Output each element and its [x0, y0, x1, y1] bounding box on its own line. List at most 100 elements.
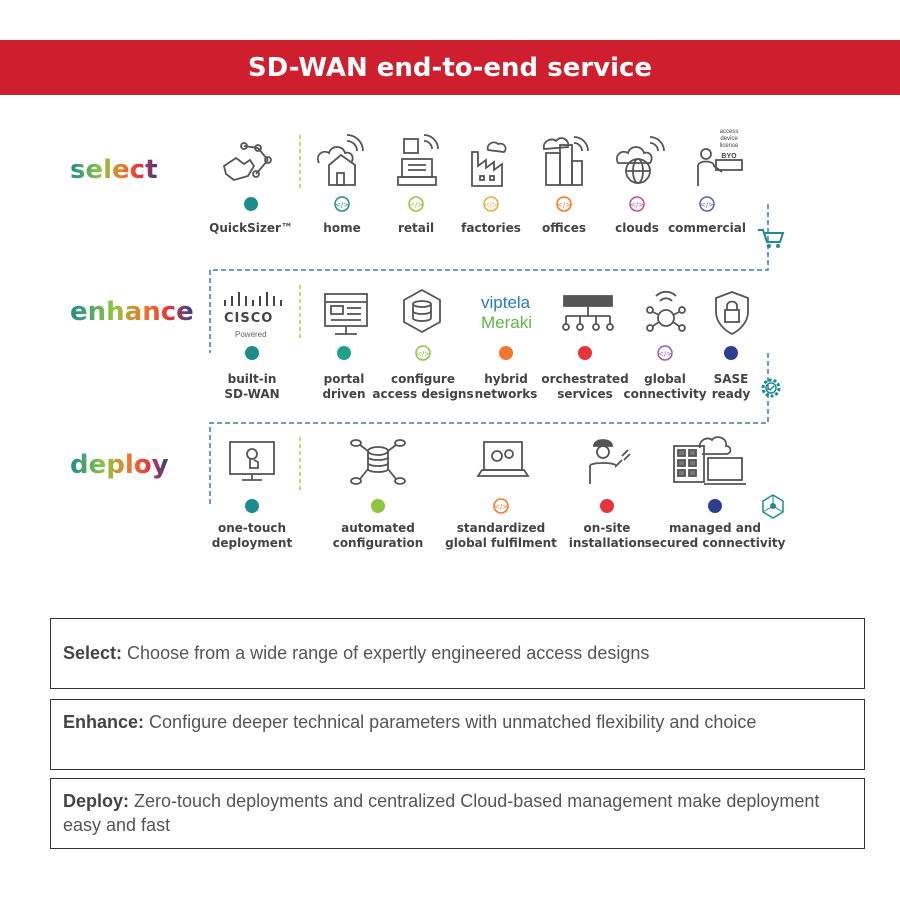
- node-on-site: [600, 499, 614, 513]
- node-configure: [415, 345, 431, 361]
- step-standardized-line2: global fulfilment: [445, 536, 557, 550]
- node-factories: [483, 196, 499, 212]
- step-home: home: [323, 221, 361, 235]
- portal-screen-icon: [324, 293, 368, 335]
- description-select: Select: Choose from a wide range of expe…: [50, 618, 865, 689]
- step-managed-line1: managed and: [669, 521, 761, 535]
- description-enhance-heading: Enhance:: [63, 712, 145, 732]
- step-standardized: standardized global fulfilment: [445, 521, 557, 551]
- connector-select-enhance: [209, 204, 769, 353]
- svg-text:</>: </>: [557, 201, 571, 209]
- description-deploy: Deploy: Zero-touch deployments and centr…: [50, 778, 865, 849]
- node-hybrid: [499, 346, 513, 360]
- step-built-in-line2: SD-WAN: [224, 387, 280, 401]
- step-managed-line2: secured connectivity: [644, 536, 786, 550]
- technician-icon: [589, 439, 631, 484]
- svg-text:</>: </>: [484, 201, 498, 209]
- step-sase: SASE ready: [712, 372, 751, 402]
- step-automated-line1: automated: [341, 521, 415, 535]
- node-home: [334, 196, 350, 212]
- global-wifi-icon: [646, 290, 686, 332]
- node-clouds: [629, 196, 645, 212]
- step-portal: portal driven: [322, 372, 365, 402]
- byo-label: BYO: [721, 153, 737, 160]
- node-global: [657, 345, 673, 361]
- description-select-heading: Select:: [63, 643, 123, 663]
- orchestration-switch-icon: [562, 295, 614, 331]
- configure-server-icon: [403, 288, 441, 334]
- step-automated: automated configuration: [333, 521, 424, 551]
- meraki-logo: Meraki: [481, 313, 533, 332]
- viptela-logo: viptela: [481, 293, 531, 312]
- step-built-in: built-in SD-WAN: [224, 372, 279, 402]
- svg-text:</>: </>: [409, 201, 423, 209]
- description-select-text: Choose from a wide range of expertly eng…: [127, 643, 650, 663]
- cart-icon: [758, 229, 785, 248]
- node-orchestrated: [578, 346, 592, 360]
- touch-network-icon: [222, 142, 272, 181]
- cloud-globe-icon: [616, 136, 665, 184]
- node-commercial: [699, 196, 715, 212]
- step-standardized-line1: standardized: [456, 521, 546, 535]
- factory-icon: [471, 141, 507, 187]
- node-one-touch: [245, 499, 259, 513]
- step-factories: factories: [461, 221, 521, 235]
- description-enhance: Enhance: Configure deeper technical para…: [50, 699, 865, 770]
- step-global-line1: global: [644, 372, 686, 386]
- step-one-touch: one-touch deployment: [212, 521, 292, 551]
- node-managed: [708, 499, 722, 513]
- gear-check-icon: [761, 378, 781, 398]
- step-sase-line2: ready: [711, 387, 751, 401]
- description-deploy-heading: Deploy:: [63, 791, 130, 811]
- office-buildings-icon: [542, 136, 589, 186]
- description-enhance-text: Configure deeper technical parameters wi…: [149, 712, 757, 732]
- step-portal-line2: driven: [322, 387, 366, 401]
- byo-icon-text: access device license BYO: [714, 129, 744, 160]
- step-configure: configure access designs: [372, 372, 473, 402]
- cisco-logo: CISCO: [224, 311, 274, 326]
- svg-text:</>: </>: [630, 201, 644, 209]
- step-hybrid-line2: networks: [474, 387, 538, 401]
- node-built-in: [245, 346, 259, 360]
- step-commercial: commercial: [668, 221, 746, 235]
- step-portal-line1: portal: [323, 372, 365, 386]
- touch-screen-icon: [229, 441, 275, 481]
- svg-text:</>: </>: [700, 201, 714, 209]
- step-one-touch-line2: deployment: [211, 536, 293, 550]
- byo-device: device: [720, 136, 738, 142]
- node-retail: [408, 196, 424, 212]
- step-offices: offices: [541, 221, 587, 235]
- svg-text:</>: </>: [494, 503, 508, 511]
- laptop-gears-icon: [476, 441, 530, 477]
- description-deploy-text: Zero-touch deployments and centralized C…: [63, 791, 820, 835]
- step-clouds: clouds: [615, 221, 659, 235]
- step-global-line2: connectivity: [623, 387, 707, 401]
- step-sase-line1: SASE: [713, 372, 749, 386]
- step-orchestrated-line2: services: [557, 387, 613, 401]
- step-one-touch-line1: one-touch: [217, 521, 287, 535]
- step-orchestrated: orchestrated services: [541, 372, 628, 402]
- svg-text:</>: </>: [416, 350, 430, 358]
- svg-text:</>: </>: [335, 201, 349, 209]
- step-managed: managed and secured connectivity: [645, 521, 786, 551]
- retail-register-icon: [397, 134, 439, 186]
- page-title: SD-WAN end-to-end service: [247, 52, 653, 83]
- network-hub-icon: [762, 494, 784, 519]
- byo-license: license: [719, 143, 739, 149]
- step-configure-line1: configure: [391, 372, 455, 386]
- step-on-site-line2: installation: [568, 536, 646, 550]
- step-orchestrated-line1: orchestrated: [541, 372, 629, 386]
- automated-database-icon: [350, 439, 406, 485]
- step-hybrid: hybrid networks: [475, 372, 538, 402]
- step-automated-line2: configuration: [332, 536, 424, 550]
- cisco-powered-text: Powered: [235, 330, 267, 339]
- home-wifi-icon: [317, 134, 364, 186]
- node-portal: [337, 346, 351, 360]
- security-lock-icon: [715, 291, 749, 336]
- node-automated: [371, 499, 385, 513]
- step-global: global connectivity: [623, 372, 706, 402]
- step-on-site: on-site installation: [569, 521, 646, 551]
- cisco-bars-icon: [224, 292, 282, 306]
- title-banner: SD-WAN end-to-end service: [0, 40, 900, 95]
